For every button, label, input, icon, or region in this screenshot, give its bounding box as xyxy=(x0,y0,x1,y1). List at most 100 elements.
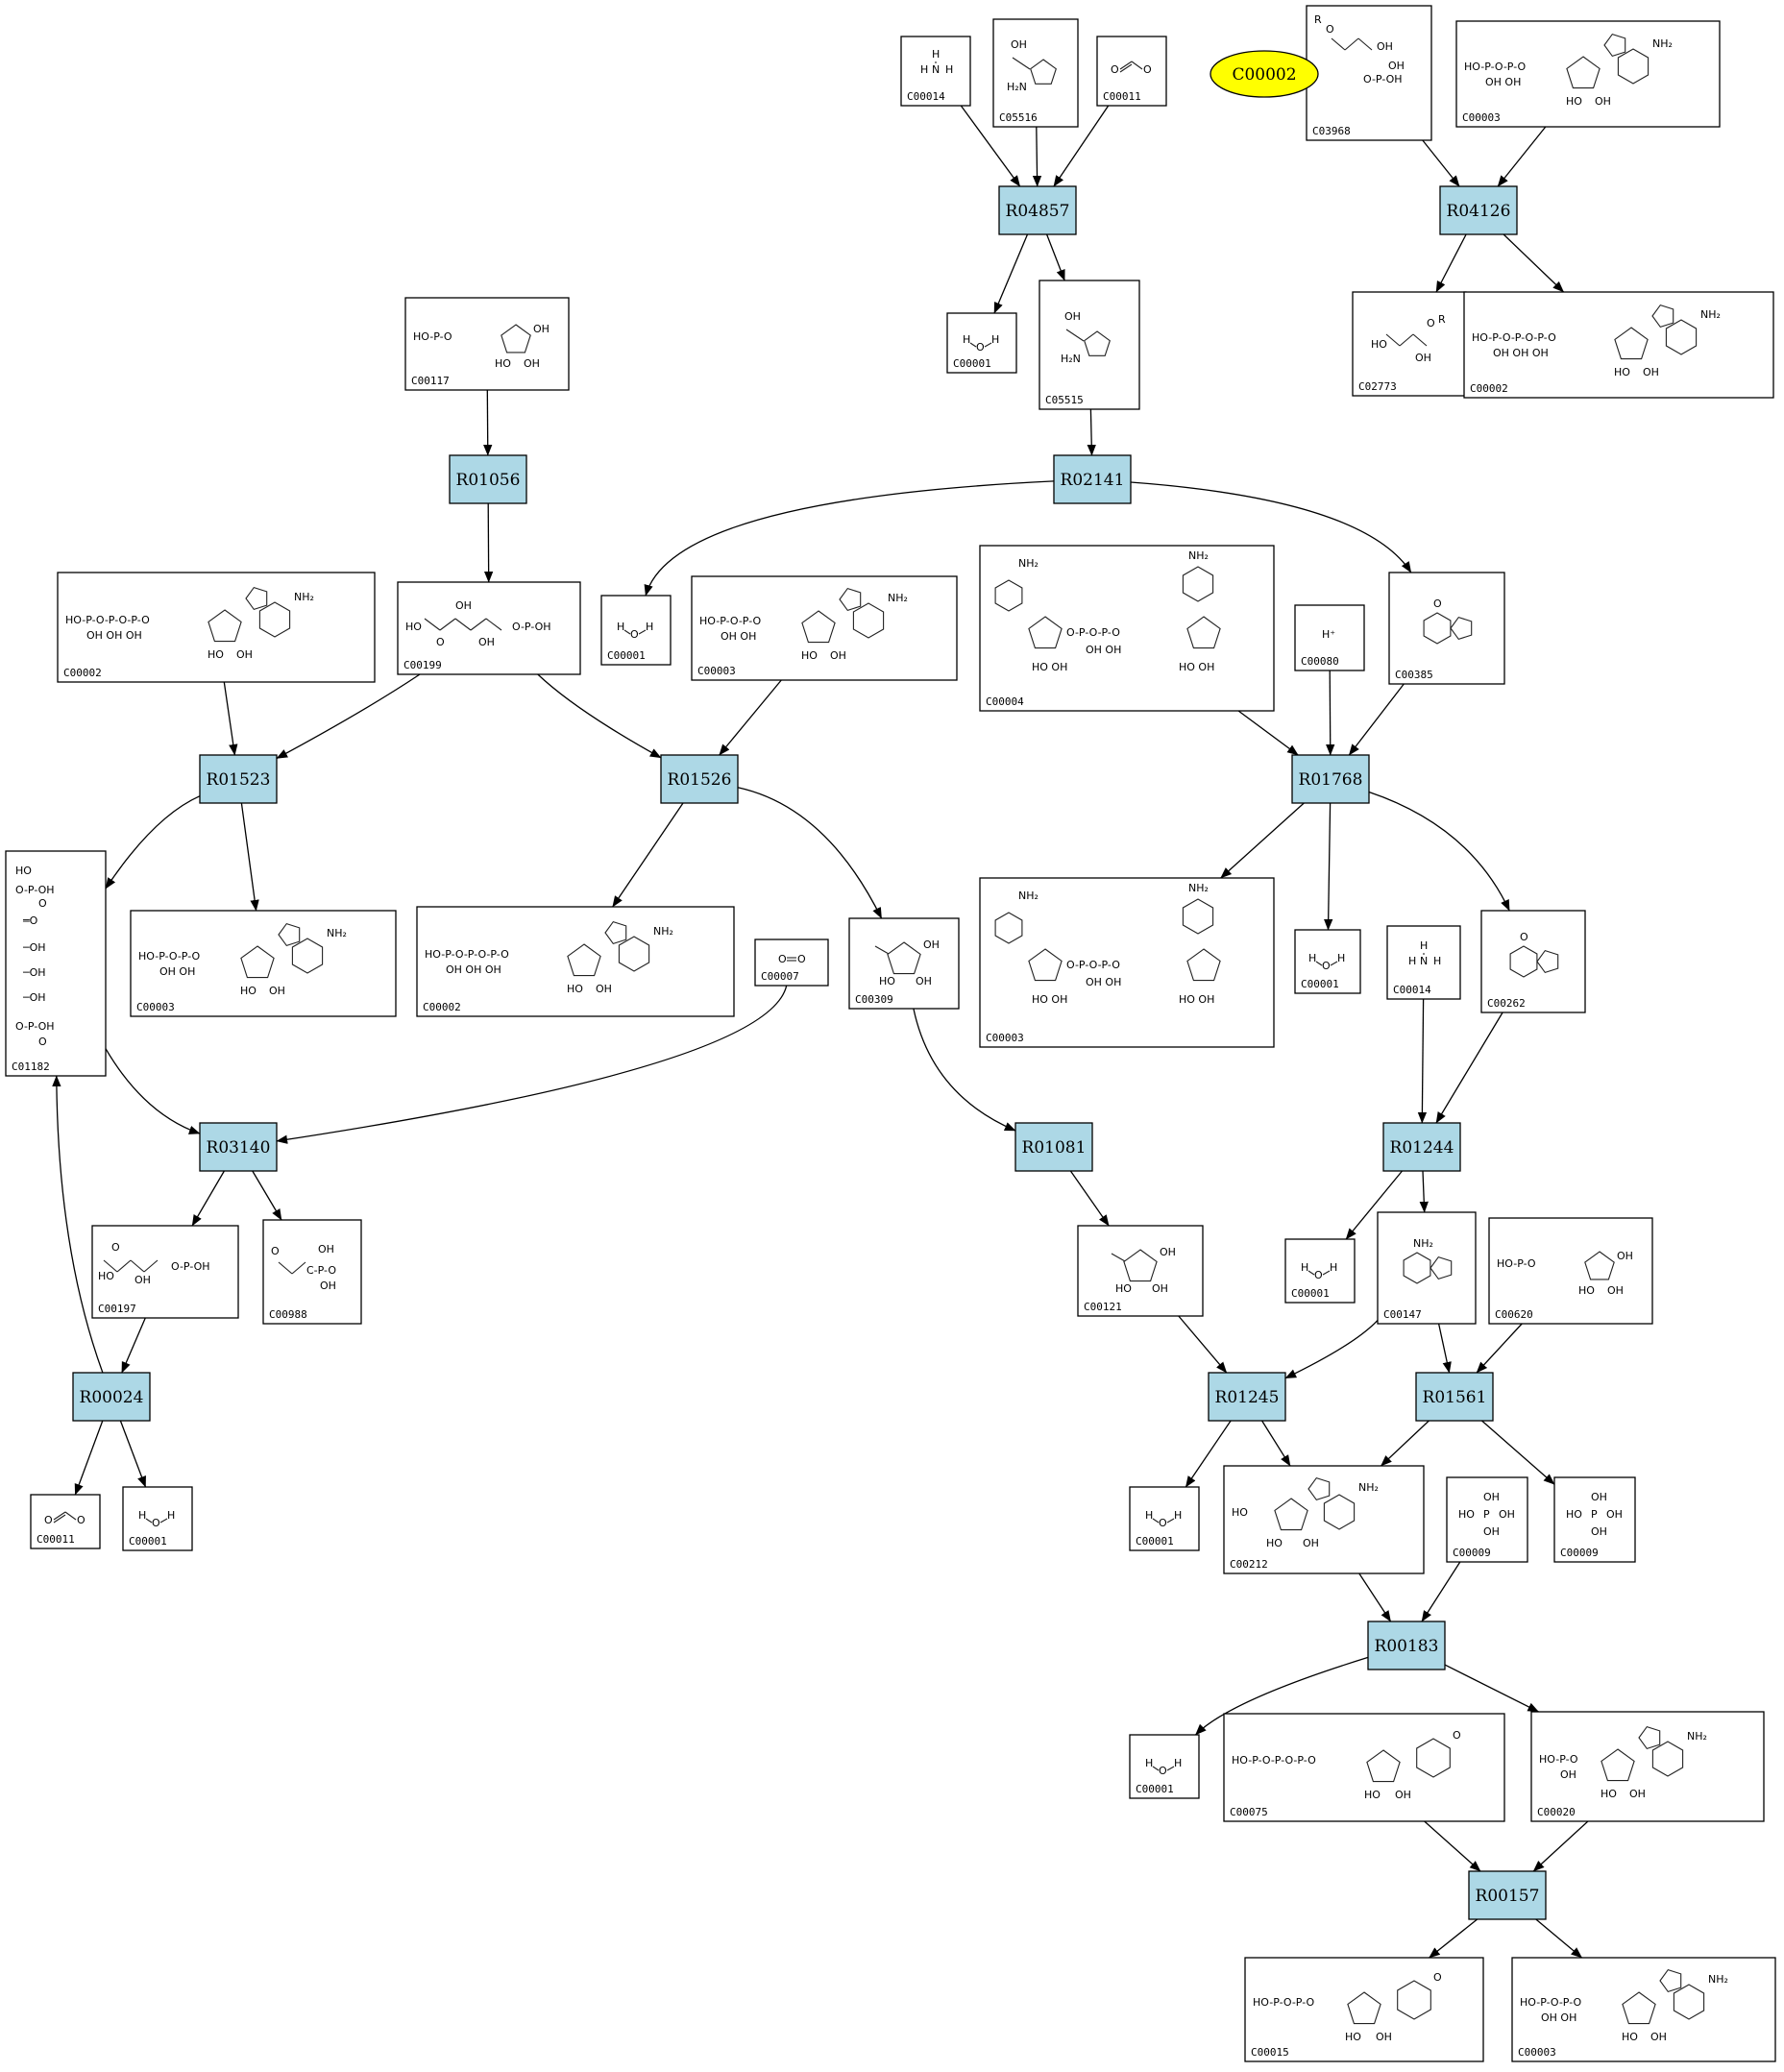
svg-text:R: R xyxy=(1438,313,1446,326)
reaction-box xyxy=(449,454,527,504)
reaction-r03140[interactable]: R03140 xyxy=(199,1122,278,1172)
water-structure-icon: HOH xyxy=(1145,1509,1182,1529)
svg-text:OH: OH xyxy=(1152,1282,1168,1295)
svg-text:─OH: ─OH xyxy=(22,941,46,954)
svg-text:O: O xyxy=(38,1036,47,1048)
reaction-r01526[interactable]: R01526 xyxy=(660,754,739,804)
compound-box xyxy=(1129,1734,1200,1799)
svg-text:NH₂: NH₂ xyxy=(653,925,673,938)
svg-text:OH: OH xyxy=(1064,310,1081,323)
svg-text:OH: OH xyxy=(1650,2031,1667,2043)
compound-id-label: C00009 xyxy=(1453,1547,1491,1559)
compound-c00080[interactable]: H⁺C00080 xyxy=(1294,604,1365,671)
reaction-r02141[interactable]: R02141 xyxy=(1053,454,1132,504)
compound-box xyxy=(1377,1211,1477,1325)
svg-text:HO-P-O-P-O-P-O: HO-P-O-P-O-P-O xyxy=(1232,1754,1316,1767)
reaction-r01523[interactable]: R01523 xyxy=(199,754,278,804)
edge-c00262-to-r01244 xyxy=(1435,1012,1503,1124)
reaction-r01056[interactable]: R01056 xyxy=(449,454,527,504)
reaction-id-label: R01056 xyxy=(456,471,521,490)
reaction-r00183[interactable]: R00183 xyxy=(1367,1621,1446,1670)
svg-text:HO: HO xyxy=(1371,338,1387,351)
edge-c00309-to-r01081 xyxy=(913,1008,1016,1132)
edge-r00024-to-c01182 xyxy=(52,1075,104,1374)
reaction-r01245[interactable]: R01245 xyxy=(1208,1372,1286,1422)
compound-id-label: C00001 xyxy=(1301,978,1339,990)
compound-id-label: C00001 xyxy=(953,357,991,370)
compound-id-label: C00212 xyxy=(1230,1558,1268,1571)
svg-text:N: N xyxy=(1420,955,1428,967)
highlight-compound-node[interactable]: C00002 xyxy=(1210,50,1319,98)
compound-id-label: C00147 xyxy=(1383,1308,1422,1321)
compound-id-label: C00309 xyxy=(855,993,893,1006)
svg-text:O: O xyxy=(1159,1517,1167,1529)
svg-text:H: H xyxy=(1145,1509,1153,1522)
compound-id-label: C00002 xyxy=(423,1001,461,1013)
compound-id-label: C00262 xyxy=(1487,997,1526,1010)
reaction-r01768[interactable]: R01768 xyxy=(1291,754,1370,804)
edge-c00121-to-r01245 xyxy=(1178,1315,1228,1374)
reaction-r04126[interactable]: R04126 xyxy=(1439,185,1518,235)
compound-box xyxy=(1294,604,1365,671)
reaction-r00157[interactable]: R00157 xyxy=(1468,1870,1547,1920)
compound-id-label: C00003 xyxy=(697,665,736,677)
edge-c00014-to-r04857 xyxy=(960,105,1021,187)
svg-text:OH OH: OH OH xyxy=(1485,76,1521,88)
compound-id-label: C00002 xyxy=(63,667,102,679)
reaction-r01561[interactable]: R01561 xyxy=(1415,1372,1494,1422)
reaction-r00024[interactable]: R00024 xyxy=(72,1372,151,1422)
svg-text:─OH: ─OH xyxy=(22,991,46,1004)
reaction-r04857[interactable]: R04857 xyxy=(998,185,1077,235)
svg-text:OH: OH xyxy=(236,648,253,661)
compound-id-label: C00003 xyxy=(986,1032,1024,1044)
edge-r04857-to-c05515 xyxy=(1045,233,1065,281)
reaction-r01081[interactable]: R01081 xyxy=(1014,1122,1093,1172)
svg-text:H: H xyxy=(617,621,624,633)
reaction-r01244[interactable]: R01244 xyxy=(1382,1122,1461,1172)
